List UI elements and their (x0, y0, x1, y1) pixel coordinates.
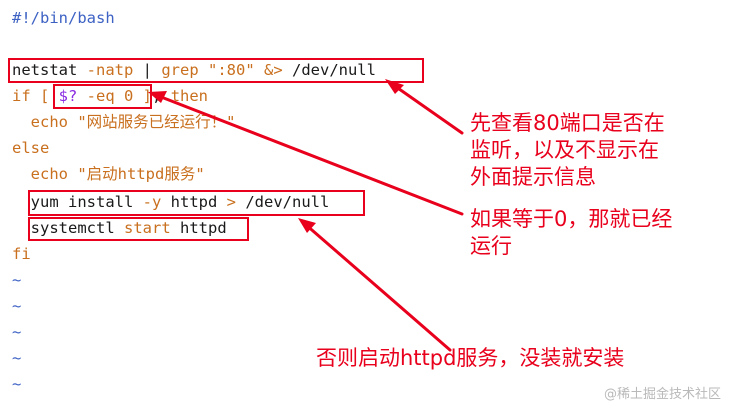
highlight-box-systemctl (28, 217, 249, 241)
arrow-to-systemctl (303, 222, 452, 352)
code-line-fi: fi (12, 245, 31, 263)
arrowhead-systemctl (298, 218, 316, 233)
code-line-netstat: netstat -natp | grep ":80" &> /dev/null (12, 60, 376, 80)
redirect-operator: &> (263, 61, 283, 79)
annotation-netstat: 先查看80端口是否在 监听，以及不显示在 外面提示信息 (470, 111, 665, 189)
netstat-flag: -natp (86, 61, 134, 79)
pipe-symbol: | (133, 61, 162, 79)
then-keyword: then (170, 87, 209, 105)
systemctl-command: systemctl (30, 219, 124, 237)
empty-line-tilde: ~ (12, 375, 22, 393)
echo-string: "网站服务已经运行！" (68, 113, 236, 131)
arrowhead-netstat (385, 79, 404, 94)
watermark: @稀土掘金技术社区 (603, 387, 721, 402)
code-line-else: else (12, 139, 50, 157)
service-name: httpd (170, 219, 227, 237)
annotation-install: 否则启动httpd服务，没装就安装 (316, 346, 625, 370)
netstat-command: netstat (12, 61, 87, 79)
yum-command: yum install (30, 193, 143, 211)
dev-null-path: /dev/null (236, 193, 330, 211)
code-line-echo-start: echo "启动httpd服务" (12, 164, 205, 184)
empty-line-tilde: ~ (12, 323, 22, 341)
exit-status-variable: $? (58, 87, 78, 105)
if-keyword: if [ (12, 87, 59, 105)
highlight-box-exit-status (53, 84, 152, 109)
empty-line-tilde: ~ (12, 349, 22, 367)
bracket-close: ] (142, 87, 153, 105)
code-line-systemctl: systemctl start httpd (12, 218, 227, 238)
eq-comparison: -eq 0 (77, 87, 143, 105)
empty-line-tilde: ~ (12, 297, 22, 315)
yum-flag: -y (142, 193, 162, 211)
shebang-line: #!/bin/bash (12, 9, 115, 27)
yum-package: httpd (161, 193, 227, 211)
highlight-box-yum (28, 190, 365, 216)
annotation-exit-status: 如果等于0，那就已经 运行 (470, 207, 673, 258)
code-line-yum: yum install -y httpd > /dev/null (12, 192, 330, 212)
grep-pattern: ":80" (198, 61, 264, 79)
arrow-to-exit-status (154, 93, 464, 216)
echo-command: echo (30, 113, 68, 131)
empty-line-tilde: ~ (12, 271, 22, 289)
highlight-box-netstat (8, 58, 424, 83)
grep-command: grep (161, 61, 199, 79)
code-line-echo-running: echo "网站服务已经运行！" (12, 112, 236, 132)
arrowhead-exit-status (148, 91, 167, 103)
arrow-to-netstat (390, 82, 464, 135)
dev-null-path: /dev/null (282, 61, 376, 79)
echo-command: echo (30, 165, 68, 183)
redirect-operator: > (226, 193, 236, 211)
start-subcommand: start (124, 219, 171, 237)
echo-string: "启动httpd服务" (68, 165, 205, 183)
